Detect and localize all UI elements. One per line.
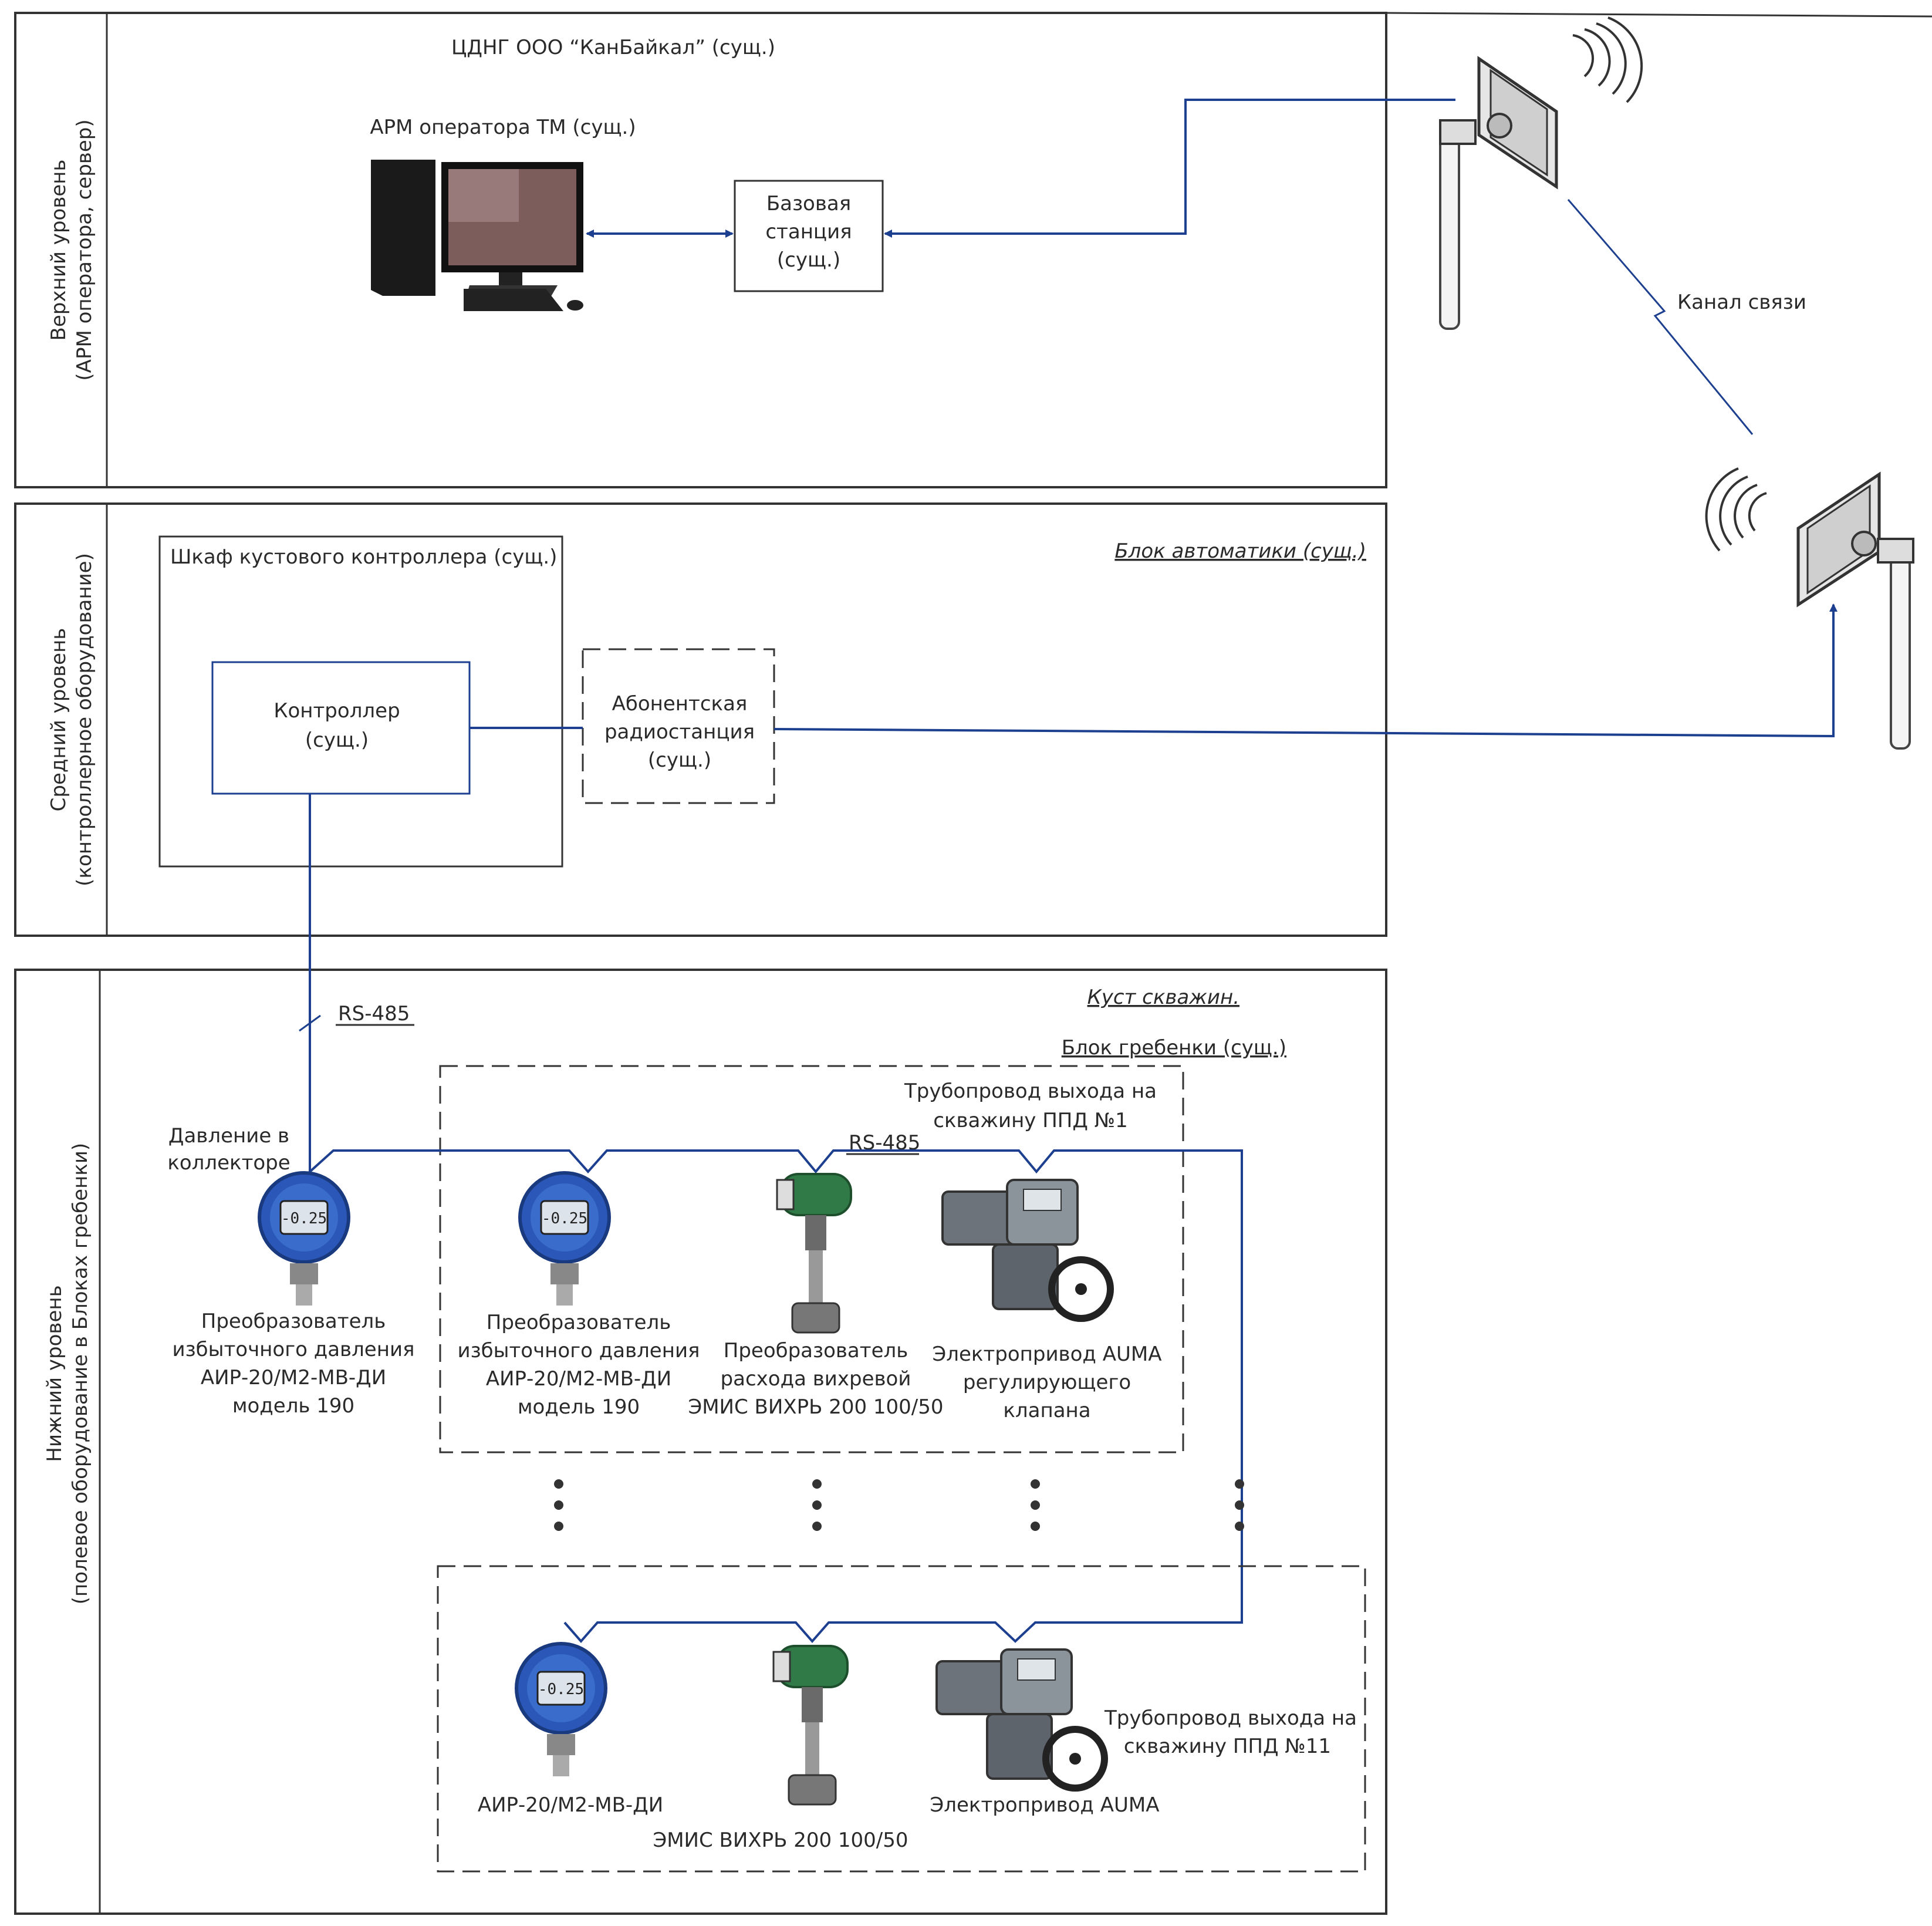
base-station-line1: Базовая xyxy=(766,192,851,215)
dev-pl-line1: Преобразователь xyxy=(201,1310,386,1333)
rs485-vertical-label: RS-485 xyxy=(338,1002,410,1026)
controller-line2: (сущ.) xyxy=(305,728,369,752)
pipeline1-line2: скважину ППД №1 xyxy=(933,1109,1127,1132)
top-antenna-icon xyxy=(1439,16,1643,330)
manifold-block-1 xyxy=(439,1065,1184,1453)
continuation-dots xyxy=(554,1479,1244,1531)
dev-v1-line2: регулирующего xyxy=(963,1371,1131,1394)
upper-connections xyxy=(586,99,1455,238)
rs485-bus-1 xyxy=(309,1149,1243,1644)
bottom-antenna-icon xyxy=(1705,467,1914,750)
computer-workstation-icon xyxy=(371,160,583,311)
dev-pl-line3: АИР-20/М2-МВ-ДИ xyxy=(201,1366,386,1389)
dev-v11-label: Электропривод AUMA xyxy=(930,1793,1160,1817)
base-station-box xyxy=(734,180,884,292)
pipeline1-line1: Трубопровод выхода на xyxy=(904,1080,1157,1103)
dev-p1-line2: избыточного давления xyxy=(458,1339,700,1362)
pipeline11-line2: скважину ППД №11 xyxy=(1124,1735,1331,1758)
pressure-gauge-collector-icon: -0.25 xyxy=(258,1171,350,1306)
dev-f1-line1: Преобразователь xyxy=(724,1339,908,1362)
dev-f1-line2: расхода вихревой xyxy=(721,1367,911,1391)
cluster-label: Куст скважин. xyxy=(1087,986,1239,1009)
pressure-gauge-ppd1-icon: -0.25 xyxy=(518,1171,611,1306)
dev-p1-line4: модель 190 xyxy=(518,1395,640,1419)
vortex-flowmeter-ppd1-icon xyxy=(776,1173,852,1334)
radio-line2: радиостанция xyxy=(604,720,755,744)
upper-level-frame xyxy=(14,12,1387,488)
controller-box xyxy=(211,661,471,795)
auma-actuator-ppd11-icon xyxy=(935,1648,1108,1792)
cabinet-label: Шкаф кустового контроллера (сущ.) xyxy=(170,545,557,569)
pressure-gauge-ppd11-icon: -0.25 xyxy=(515,1642,607,1776)
manifold-label: Блок гребенки (сущ.) xyxy=(1062,1036,1286,1060)
base-station-line2: станция xyxy=(765,220,852,244)
gauge-display-collector: -0.25 xyxy=(281,1210,327,1227)
gauge-display-ppd11: -0.25 xyxy=(538,1681,584,1698)
level-upper-line2: (АРМ оператора, сервер) xyxy=(73,119,96,380)
dev-v1-line3: клапана xyxy=(1003,1399,1090,1422)
controller-line1: Контроллер xyxy=(273,699,400,723)
upper-title: ЦДНГ ООО “КанБайкал” (сущ.) xyxy=(451,36,775,59)
level-frames xyxy=(14,12,1932,1915)
level-label-lower: Нижний уровень (полевое оборудование в Б… xyxy=(43,1143,92,1604)
level-middle-line1: Средний уровень xyxy=(47,628,70,812)
pipeline11-line1: Трубопровод выхода на xyxy=(1104,1706,1357,1730)
subscriber-radio-box xyxy=(582,648,775,804)
lower-level-frame xyxy=(14,969,1387,1915)
level-upper-line1: Верхний уровень xyxy=(47,160,70,341)
level-lower-line1: Нижний уровень xyxy=(43,1285,66,1462)
middle-level-frame xyxy=(14,502,1387,937)
dev-p1-line3: АИР-20/М2-МВ-ДИ xyxy=(486,1367,671,1391)
automation-block-label: Блок автоматики (сущ.) xyxy=(1114,539,1366,563)
arm-label: АРМ оператора ТМ (сущ.) xyxy=(370,116,636,139)
level-label-middle: Средний уровень (контроллерное оборудова… xyxy=(47,553,96,886)
vortex-flowmeter-ppd11-icon xyxy=(772,1645,849,1806)
level-lower-line2: (полевое оборудование в Блоках гребенки) xyxy=(69,1143,92,1604)
level-middle-line2: (контроллерное оборудование) xyxy=(73,553,96,886)
manifold-block-11 xyxy=(437,1565,1366,1873)
dev-f1-line3: ЭМИС ВИХРЬ 200 100/50 xyxy=(688,1395,943,1419)
dev-v1-line1: Электропривод AUMA xyxy=(933,1343,1162,1366)
level-label-upper: Верхний уровень (АРМ оператора, сервер) xyxy=(47,119,96,380)
collector-pressure-line2: коллекторе xyxy=(167,1151,290,1175)
radio-channel-link xyxy=(1567,199,1754,435)
base-station-line3: (сущ.) xyxy=(777,248,840,272)
collector-pressure-line1: Давление в xyxy=(168,1124,289,1148)
radio-line1: Абонентская xyxy=(612,692,748,716)
middle-connections xyxy=(299,603,1838,1172)
dev-f11-label: ЭМИС ВИХРЬ 200 100/50 xyxy=(653,1829,908,1852)
channel-label: Канал связи xyxy=(1677,291,1806,314)
radio-line3: (сущ.) xyxy=(648,748,711,772)
dev-p1-line1: Преобразователь xyxy=(487,1311,671,1334)
auma-actuator-ppd1-icon xyxy=(941,1179,1114,1322)
gauge-display-ppd1: -0.25 xyxy=(542,1210,587,1227)
dev-pl-line2: избыточного давления xyxy=(173,1338,415,1361)
controller-cabinet xyxy=(158,535,563,868)
dev-pl-line4: модель 190 xyxy=(232,1394,354,1418)
dev-p11-label: АИР-20/М2-МВ-ДИ xyxy=(478,1793,663,1817)
